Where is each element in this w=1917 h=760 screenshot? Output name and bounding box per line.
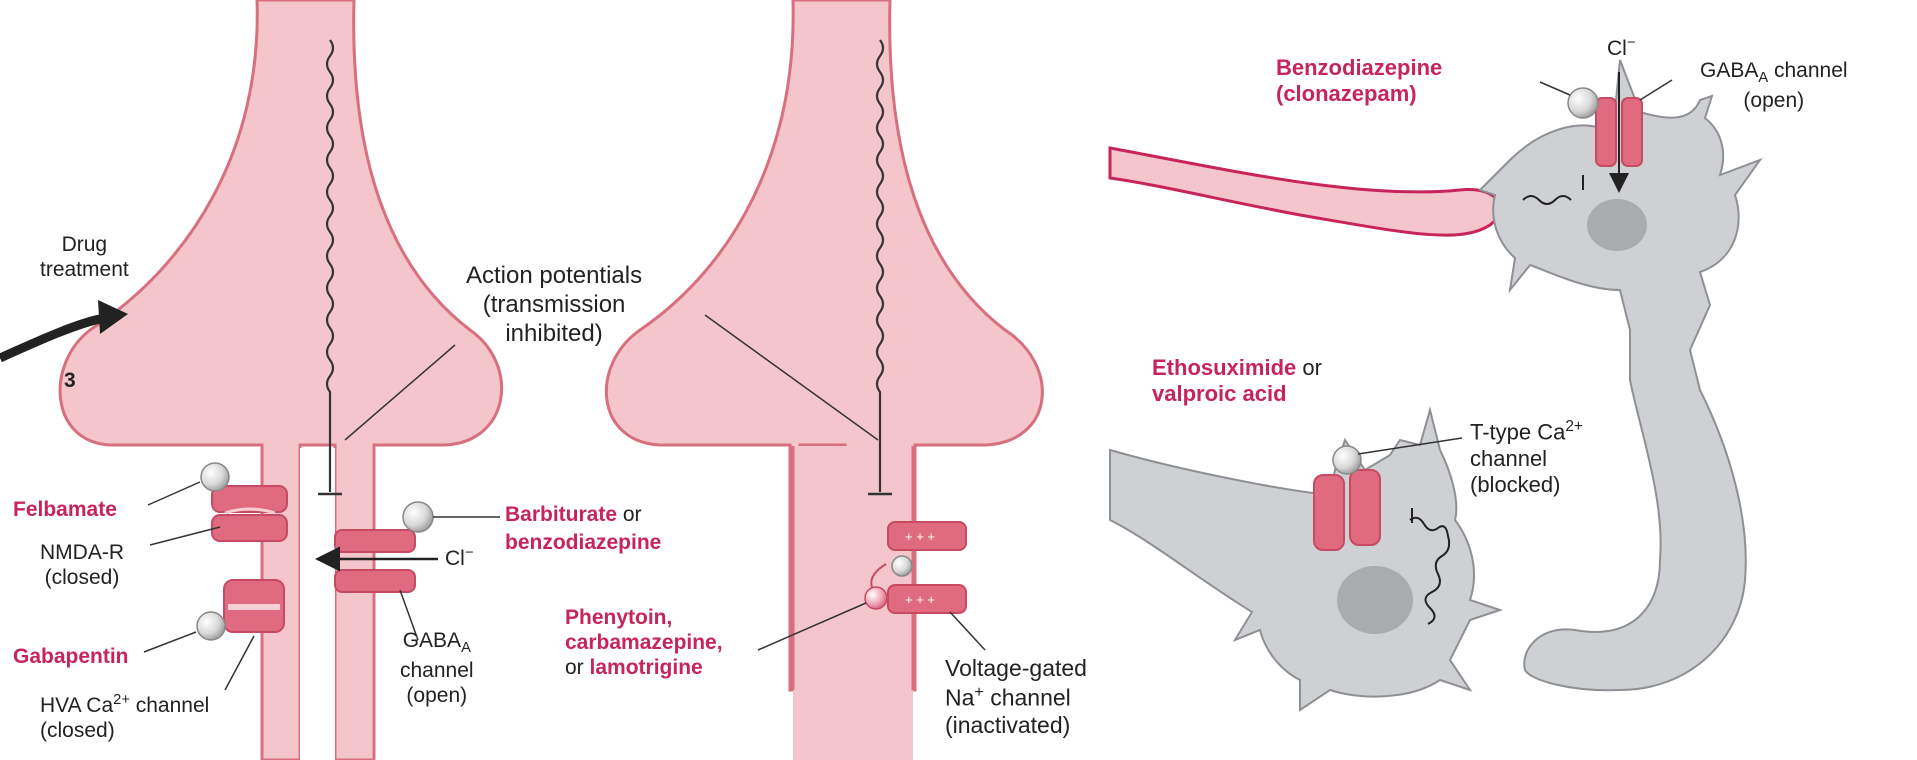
phenytoin-conj: or <box>565 656 590 679</box>
chloride-label-right: Cl− <box>1607 35 1635 61</box>
svg-text:+ + +: + + + <box>905 592 935 607</box>
gaba-right-line1: GABAA channel <box>1700 58 1848 88</box>
t-type-label: T-type Ca2+ channel (blocked) <box>1470 418 1583 499</box>
barbiturate-drug: Barbiturate <box>505 503 617 526</box>
hva-sup: 2+ <box>113 692 130 708</box>
drug-treatment-line1: Drug <box>40 232 129 257</box>
ethosuximide-conj: or <box>1296 355 1322 380</box>
benzo-right-label: Benzodiazepine (clonazepam) <box>1276 55 1442 108</box>
voltage-line1: Voltage-gated <box>945 655 1087 683</box>
action-potentials-line3: inhibited) <box>466 320 642 349</box>
drug-treatment-label: Drug treatment <box>40 232 129 282</box>
t-type-line1: T-type Ca2+ <box>1470 418 1583 446</box>
chloride-left-sup: − <box>465 545 474 561</box>
t-type-line2: channel <box>1470 446 1583 472</box>
chloride-right-sup: − <box>1627 35 1636 51</box>
phenytoin-line2: carbamazepine, <box>565 630 723 655</box>
gabapentin-ball <box>197 612 225 640</box>
ethosuximide-ball <box>1333 446 1361 474</box>
upper-neuron-nucleus <box>1587 199 1647 251</box>
action-potentials-line2: (transmission <box>466 291 642 320</box>
hva-prefix: HVA Ca <box>40 694 113 717</box>
voltage-gated-label: Voltage-gated Na+ channel (inactivated) <box>945 655 1087 739</box>
t-type-line3: (blocked) <box>1470 472 1583 498</box>
lower-neuron-nucleus <box>1337 566 1413 634</box>
voltage-sup: + <box>974 683 983 701</box>
barbiturate-label: Barbiturate or <box>505 502 642 527</box>
gaba-right-suffix: channel <box>1768 59 1847 82</box>
inactivation-gate-ball <box>892 556 912 576</box>
ethosuximide-label: Ethosuximide or valproic acid <box>1152 355 1322 408</box>
benzo-right-line2: (clonazepam) <box>1276 81 1442 107</box>
gaba-left-line1: GABAA <box>400 628 474 658</box>
gaba-right-sub: A <box>1758 70 1768 86</box>
benzo-right-line1: Benzodiazepine <box>1276 55 1442 81</box>
drug-treatment-line2: treatment <box>40 257 129 282</box>
chloride-label-left: Cl− <box>445 545 473 571</box>
t-type-sup: 2+ <box>1565 418 1583 435</box>
nmda-line1: NMDA-R <box>40 540 124 565</box>
phenytoin-label: Phenytoin, carbamazepine, or lamotrigine <box>565 605 723 681</box>
clonazepam-ball <box>1568 88 1598 118</box>
hva-line1: HVA Ca2+ channel <box>40 692 209 718</box>
barbiturate-conj: or <box>617 503 642 526</box>
benzodiazepine-label: benzodiazepine <box>505 530 661 555</box>
gaba-left-line2: channel <box>400 658 474 683</box>
gaba-left-prefix: GABA <box>403 629 461 652</box>
gaba-right-line2: (open) <box>1700 88 1848 113</box>
voltage-line2: Na+ channel <box>945 683 1087 712</box>
lower-neuron-body <box>1110 410 1500 710</box>
action-potentials-line1: Action potentials <box>466 262 642 291</box>
t-type-prefix: T-type Ca <box>1470 419 1565 444</box>
nmda-line2: (closed) <box>40 565 124 590</box>
voltage-line3: (inactivated) <box>945 712 1087 740</box>
svg-text:+ + +: + + + <box>905 529 935 544</box>
hva-label: HVA Ca2+ channel (closed) <box>40 692 209 743</box>
hva-line2: (closed) <box>40 718 209 743</box>
gaba-right-prefix: GABA <box>1700 59 1758 82</box>
chloride-left-base: Cl <box>445 547 465 570</box>
felbamate-ball <box>201 463 229 491</box>
ethosuximide-drug: Ethosuximide <box>1152 355 1296 380</box>
phenytoin-ball <box>865 587 887 609</box>
step-number: 3 <box>64 368 76 393</box>
barbiturate-ball <box>403 502 433 532</box>
gaba-right-label: GABAA channel (open) <box>1700 58 1848 113</box>
chloride-right-base: Cl <box>1607 37 1627 60</box>
hva-suffix: channel <box>130 694 209 717</box>
gaba-left-sub: A <box>461 640 471 656</box>
ethosuximide-line2: valproic acid <box>1152 381 1322 407</box>
gabapentin-label: Gabapentin <box>13 644 129 669</box>
voltage-suffix: channel <box>984 684 1071 710</box>
phenytoin-drug3: lamotrigine <box>590 656 703 679</box>
nmda-label: NMDA-R (closed) <box>40 540 124 590</box>
gaba-left-label: GABAA channel (open) <box>400 628 474 708</box>
ethosuximide-line1: Ethosuximide or <box>1152 355 1322 381</box>
action-potentials-label: Action potentials (transmission inhibite… <box>466 262 642 348</box>
phenytoin-line3: or lamotrigine <box>565 655 723 680</box>
voltage-prefix: Na <box>945 684 974 710</box>
hva-ca-channel <box>224 580 284 632</box>
felbamate-label: Felbamate <box>13 497 117 522</box>
gaba-left-line3: (open) <box>400 683 474 708</box>
incoming-axon <box>1110 148 1500 235</box>
phenytoin-line1: Phenytoin, <box>565 605 723 630</box>
